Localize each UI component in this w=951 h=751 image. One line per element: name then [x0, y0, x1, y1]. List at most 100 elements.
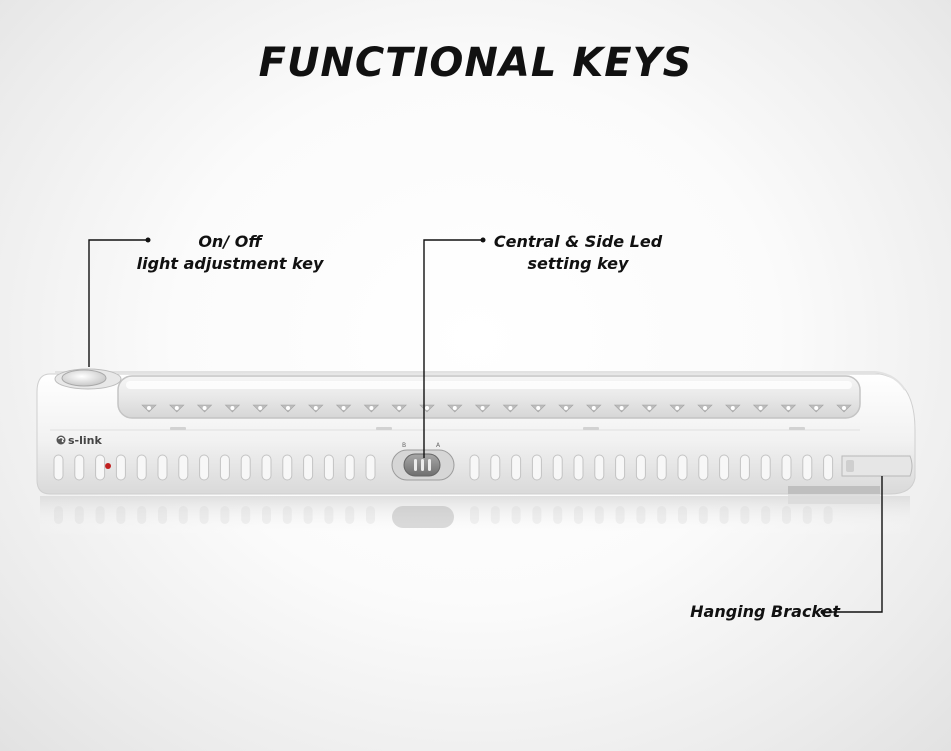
- vent-slot: [490, 454, 501, 481]
- vent-slot: [615, 454, 626, 481]
- vent-slot: [823, 454, 834, 481]
- led-dot: [758, 406, 763, 410]
- vent-slot-reflection: [823, 506, 833, 524]
- vent-slot-reflection: [116, 506, 126, 524]
- vent-slot-reflection: [698, 506, 708, 524]
- led-dot: [591, 406, 596, 410]
- vent-slot: [656, 454, 667, 481]
- bracket-callout-line: [823, 476, 883, 613]
- top-ridge: [55, 371, 906, 391]
- vent-slot-reflection: [262, 506, 271, 524]
- led-dot: [147, 406, 151, 410]
- seam-mark: [583, 427, 599, 430]
- vent-slot: [199, 454, 210, 481]
- vent-slot-reflection: [511, 506, 521, 524]
- led-dot: [842, 406, 846, 410]
- seam-mark: [789, 427, 805, 430]
- led-dot: [675, 406, 680, 410]
- vent-slot-reflection: [532, 506, 542, 524]
- led-dot: [508, 406, 513, 410]
- led-callout-line: [423, 239, 483, 458]
- vent-slot: [594, 454, 605, 481]
- vent-slot: [469, 454, 480, 481]
- brand-logo: s-link: [68, 434, 102, 447]
- led-dot: [786, 406, 791, 410]
- vent-slot: [802, 454, 813, 481]
- led-dot: [480, 406, 485, 410]
- led-dot: [258, 406, 263, 410]
- vent-slot: [760, 454, 771, 481]
- switch-grip-3: [428, 459, 431, 471]
- led-callout: Central & Side Led setting key: [468, 231, 688, 275]
- status-indicator: [105, 463, 111, 469]
- vent-slot: [115, 454, 126, 481]
- vent-slot: [344, 454, 355, 481]
- led-callout-line1: Central & Side Led: [493, 232, 663, 251]
- vent-slot-reflection: [490, 506, 500, 524]
- onoff-knob[interactable]: [61, 369, 107, 387]
- vent-slot: [282, 454, 293, 481]
- vent-slot-reflection: [678, 506, 687, 524]
- reflection-slots: [54, 506, 833, 524]
- vent-slot: [698, 454, 709, 481]
- vent-slot-reflection: [574, 506, 583, 524]
- vent-slot-reflection: [95, 506, 105, 524]
- led-dot: [202, 406, 207, 410]
- vent-slot-reflection: [366, 506, 375, 524]
- switch-reflection: [392, 506, 454, 528]
- vent-slots: [53, 454, 834, 481]
- led-dot: [730, 406, 735, 410]
- vent-slot: [219, 454, 230, 481]
- vent-slot-reflection: [54, 506, 63, 524]
- vent-slot: [365, 454, 376, 481]
- led-dot: [425, 406, 429, 410]
- vent-slot: [303, 454, 314, 481]
- bracket-rail-shadow: [788, 494, 880, 504]
- vent-slot-reflection: [178, 506, 188, 524]
- vent-slot: [53, 454, 64, 481]
- switch-grip-1: [414, 459, 417, 471]
- vent-slot-reflection: [241, 506, 251, 524]
- vent-slot: [240, 454, 251, 481]
- onoff-callout-line2: light adjustment key: [136, 254, 324, 273]
- vent-slot-reflection: [158, 506, 167, 524]
- vent-slot-reflection: [761, 506, 771, 524]
- led-dot: [536, 406, 541, 410]
- switch-label-a: A: [436, 442, 441, 449]
- seam-mark: [376, 427, 392, 430]
- vent-slot-reflection: [719, 506, 729, 524]
- vent-slot-reflection: [740, 506, 750, 524]
- vent-slot-reflection: [282, 506, 292, 524]
- switch-grip-2: [421, 459, 424, 471]
- vent-slot: [511, 454, 522, 481]
- hanging-bracket: [841, 455, 913, 477]
- vent-slot-reflection: [220, 506, 230, 524]
- led-dot: [619, 406, 624, 410]
- led-dot: [647, 406, 652, 410]
- seam-mark: [170, 427, 186, 430]
- device-reflection: [40, 496, 910, 536]
- bracket-rail: [788, 486, 880, 494]
- led-dot: [369, 406, 374, 410]
- page-title: FUNCTIONAL KEYS: [258, 40, 693, 86]
- onoff-callout-line1: On/ Off: [198, 232, 262, 251]
- vent-slot: [739, 454, 750, 481]
- vent-slot-reflection: [615, 506, 625, 524]
- led-dot: [703, 406, 707, 410]
- led-dot: [397, 406, 402, 410]
- vent-slot: [178, 454, 189, 481]
- vent-slot: [719, 454, 730, 481]
- vent-slot: [323, 454, 334, 481]
- vent-slot-reflection: [137, 506, 147, 524]
- seam-marks: [170, 427, 805, 430]
- vent-slot: [157, 454, 168, 481]
- vent-slot-reflection: [594, 506, 604, 524]
- led-callout-dot: [480, 237, 486, 243]
- onoff-callout: On/ Off light adjustment key: [110, 231, 350, 275]
- vent-slot-reflection: [553, 506, 563, 524]
- vent-slot-reflection: [636, 506, 646, 524]
- brand-logo-icon: [56, 435, 66, 445]
- bracket-callout: Hanging Bracket: [640, 601, 840, 623]
- vent-slot: [261, 454, 272, 481]
